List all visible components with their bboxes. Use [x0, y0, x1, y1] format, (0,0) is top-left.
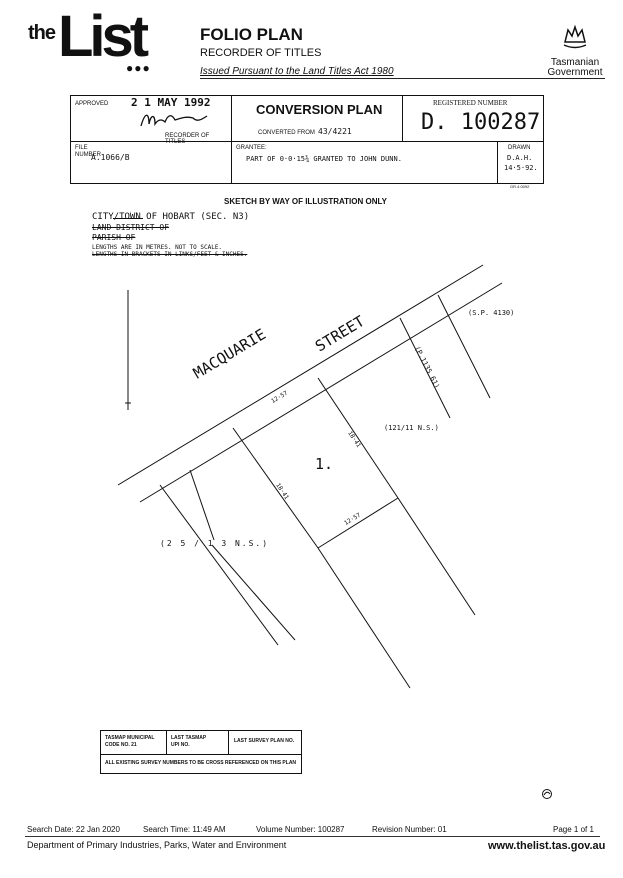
logo-dots: ●●● — [126, 61, 151, 75]
search-time: Search Time: 11:49 AM — [143, 825, 226, 834]
ref-code: GR.4.0092 — [510, 184, 530, 189]
plan-info-box: APPROVED 2 1 MAY 1992 RECORDER OF TITLES… — [70, 95, 544, 184]
cross-ref-note: ALL EXISTING SURVEY NUMBERS TO BE CROSS … — [105, 760, 297, 766]
grantee-label: GRANTEE: — [236, 145, 267, 151]
ns-ref-right: (121/11 N.S.) — [384, 424, 439, 432]
gov-line-2: Government — [547, 67, 603, 78]
lot-extension-left — [317, 547, 411, 689]
website-link[interactable]: www.thelist.tas.gov.au — [488, 840, 606, 852]
drawn-by: D.A.H. — [507, 154, 533, 162]
street-line-upper — [117, 264, 484, 486]
volume-number: Volume Number: 100287 — [256, 825, 345, 834]
converted-value: 43/4221 — [318, 127, 352, 136]
lot-extension-right — [397, 497, 476, 616]
west-lot-line-b1 — [189, 469, 215, 541]
street-line-lower — [139, 282, 503, 503]
municipal-cell: TASMAP MUNICIPAL CODE NO. 21 — [101, 731, 167, 755]
city-line: CITY/TOWN OF HOBART (SEC. N3) — [92, 212, 250, 222]
approved-date: 2 1 MAY 1992 — [131, 96, 211, 109]
gov-line-1: Tasmanian — [550, 56, 600, 68]
survey-label: LAST SURVEY PLAN NO. — [234, 738, 295, 744]
survey-cell: LAST SURVEY PLAN NO. — [229, 731, 301, 755]
approved-label: APPROVED — [75, 101, 109, 107]
sketch-heading: SKETCH BY WAY OF ILLUSTRATION ONLY — [224, 197, 387, 206]
west-lot-line-b2 — [211, 544, 296, 641]
approved-cell: APPROVED 2 1 MAY 1992 RECORDER OF TITLES — [71, 96, 232, 145]
lengths-struck: LENGTHS IN BRACKETS IN LINKS/FEET & INCH… — [92, 251, 248, 258]
thelist-logo: the List ●●● — [28, 8, 158, 78]
header-divider — [200, 78, 605, 79]
plan-type: CONVERSION PLAN — [256, 102, 383, 117]
drawn-cell: DRAWN D.A.H. 14·5·92. — [498, 142, 543, 183]
drawn-label: DRAWN — [508, 145, 531, 151]
upi-label-2: UPI NO. — [171, 742, 190, 748]
registered-cell: REGISTERED NUMBER D. 100287 — [403, 96, 543, 142]
lot-number: 1. — [315, 455, 334, 473]
east-lot-line-a — [399, 317, 451, 419]
plan-type-cell: CONVERSION PLAN CONVERTED FROM 43/4221 — [232, 96, 403, 142]
sp-ref: (S.P. 4130) — [468, 309, 515, 317]
page-indicator: Page 1 of 1 — [553, 825, 594, 834]
upi-cell: LAST TASMAP UPI NO. — [167, 731, 229, 755]
upi-label-1: LAST TASMAP — [171, 735, 207, 741]
municipal-label-1: TASMAP MUNICIPAL — [105, 735, 155, 741]
lengths-note: LENGTHS ARE IN METRES. NOT TO SCALE. — [92, 244, 223, 251]
ns-ref-left: (2 5 / 1 3 N.S.) — [160, 539, 270, 548]
logo-small-text: the — [28, 22, 56, 44]
municipal-label-2: CODE NO. 21 — [105, 742, 137, 748]
footer-divider — [25, 836, 600, 837]
page-subtitle: RECORDER OF TITLES — [200, 47, 322, 59]
lot-right-boundary — [317, 377, 399, 499]
crest-icon — [563, 24, 587, 49]
grantee-value: PART OF 0·0·15¾ GRANTED TO JOHN DUNN. — [246, 155, 402, 163]
department-name: Department of Primary Industries, Parks,… — [27, 840, 287, 850]
registered-number: D. 100287 — [421, 110, 541, 135]
stamp-icon — [542, 789, 552, 799]
government-logo: Tasmanian Government — [540, 22, 610, 79]
survey-reference-table: TASMAP MUNICIPAL CODE NO. 21 LAST TASMAP… — [100, 730, 302, 774]
revision-number: Revision Number: 01 — [372, 825, 447, 834]
east-lot-line-b — [437, 294, 491, 399]
strike-town — [113, 218, 143, 219]
grantee-cell: GRANTEE: PART OF 0·0·15¾ GRANTED TO JOHN… — [232, 142, 498, 183]
file-cell: FILE NUMBER A.1066/B — [71, 142, 232, 183]
land-district: LAND DISTRICT OF — [92, 223, 170, 232]
page-title: FOLIO PLAN — [200, 25, 303, 44]
parish: PARISH OF — [92, 233, 136, 242]
registered-label: REGISTERED NUMBER — [433, 99, 508, 107]
file-label-2: NUMBER — [75, 152, 102, 158]
file-number: A.1066/B — [91, 153, 130, 162]
lot-left-boundary — [232, 427, 319, 549]
converted-label: CONVERTED FROM — [258, 130, 315, 136]
signature-icon — [140, 114, 208, 127]
west-lot-line-a — [159, 484, 279, 646]
issued-note: Issued Pursuant to the Land Titles Act 1… — [200, 66, 394, 77]
file-label-1: FILE — [75, 145, 88, 151]
logo-big-text: List — [58, 4, 149, 69]
drawn-date: 14·5·92. — [504, 164, 538, 172]
recorder-label: RECORDER OF TITLES — [165, 133, 210, 145]
lot-bottom-boundary — [317, 497, 399, 549]
search-date: Search Date: 22 Jan 2020 — [27, 825, 120, 834]
